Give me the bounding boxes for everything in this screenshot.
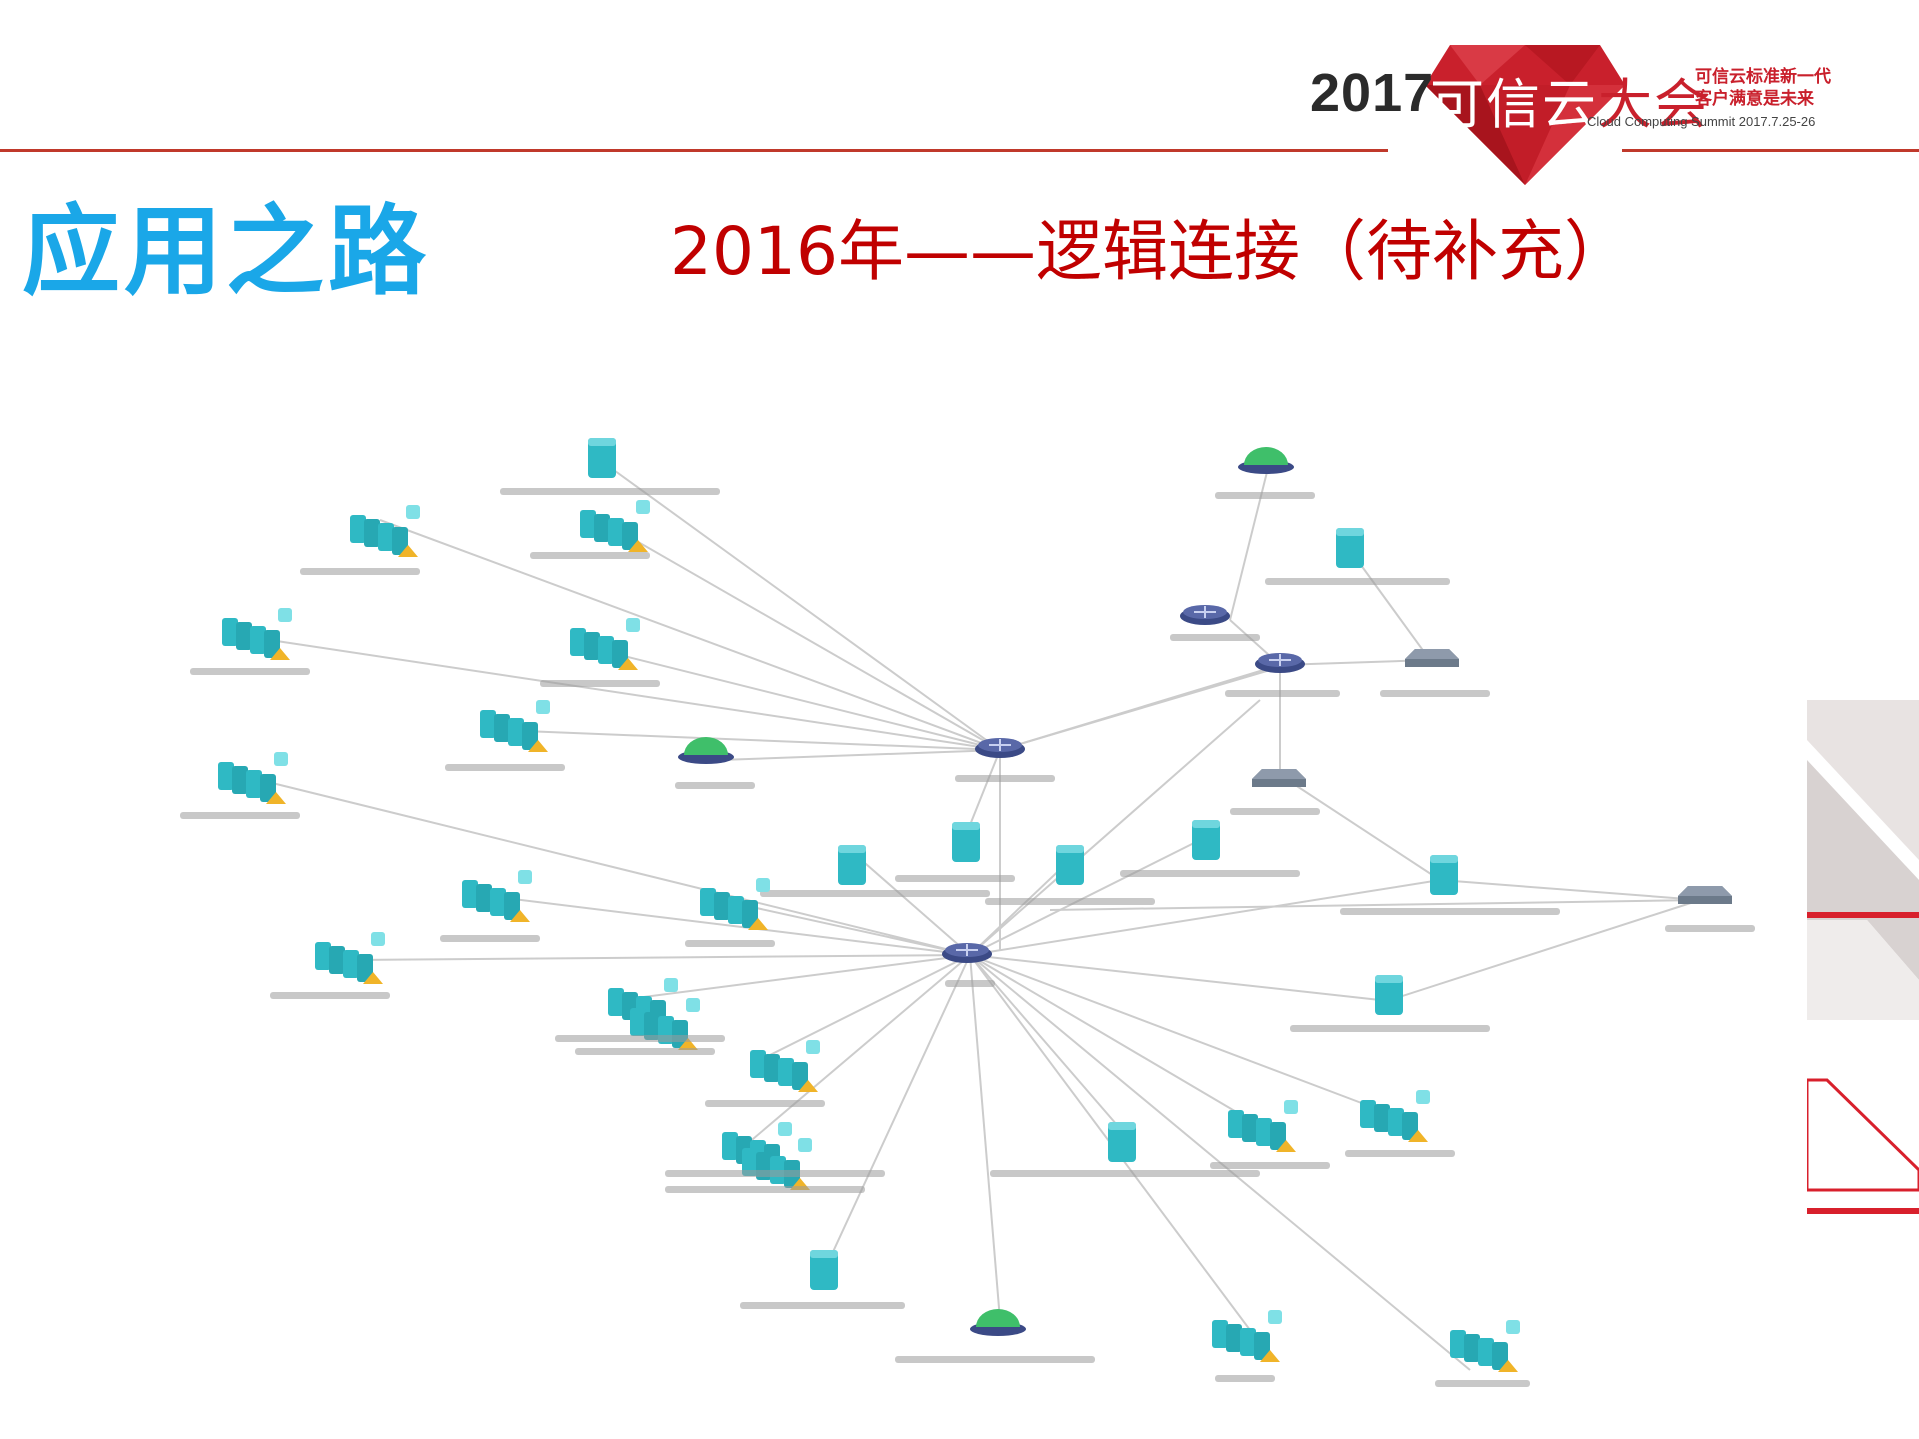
node-server <box>1056 845 1084 885</box>
switch-right <box>1405 649 1459 667</box>
node-label <box>575 1048 715 1055</box>
node-label <box>1380 690 1490 697</box>
header-divider-right <box>1622 149 1919 152</box>
switch-far-right <box>1678 886 1732 904</box>
logo-name: 可信云大会 <box>1430 60 1710 139</box>
node-label <box>675 782 755 789</box>
node-label <box>1435 1380 1530 1387</box>
node-server <box>1108 1122 1136 1162</box>
logo-name-part2: 大会 <box>1598 73 1710 136</box>
node-cloud-gateway <box>1238 447 1294 474</box>
node-cluster <box>570 618 640 670</box>
node-label <box>945 980 995 987</box>
logo-name-part1: 可信云 <box>1430 73 1598 136</box>
node-label <box>1265 578 1450 585</box>
node-cluster <box>1228 1100 1298 1152</box>
node-label <box>1215 1375 1275 1382</box>
edges-hub-b <box>259 699 1471 1371</box>
router-right-top <box>1179 604 1231 626</box>
node-label <box>445 764 565 771</box>
page-subtitle: 2016年——逻辑连接（待补充） <box>670 213 1630 290</box>
node-cluster <box>1212 1310 1282 1362</box>
page-title: 应用之路 <box>22 195 431 309</box>
node-label <box>1215 492 1315 499</box>
edges-hub-a <box>269 459 1271 950</box>
node-label <box>985 898 1155 905</box>
node-cloud-gateway <box>678 737 734 764</box>
node-server <box>588 438 616 478</box>
node-label <box>1210 1162 1330 1169</box>
logo-slogan-line1: 可信云标准新一代 <box>1695 67 1831 87</box>
switch-middle <box>1252 769 1306 787</box>
node-server <box>952 822 980 862</box>
logo-year: 2017 <box>1310 63 1435 123</box>
node-label <box>1230 808 1320 815</box>
node-label <box>500 488 720 495</box>
node-cluster <box>480 700 550 752</box>
header-divider-left <box>0 149 1388 152</box>
node-label <box>440 935 540 942</box>
node-label <box>1225 690 1340 697</box>
node-label <box>1170 634 1260 641</box>
node-label <box>895 1356 1095 1363</box>
node-server <box>1192 820 1220 860</box>
node-cluster <box>1450 1320 1520 1372</box>
cloud-router-right <box>1254 652 1306 674</box>
node-label <box>555 1035 725 1042</box>
node-label <box>180 812 300 819</box>
node-server <box>810 1250 838 1290</box>
node-server <box>1430 855 1458 895</box>
decorative-corner-shape <box>1807 700 1919 1214</box>
node-label <box>540 680 660 687</box>
node-label <box>270 992 390 999</box>
node-label <box>1665 925 1755 932</box>
node-label <box>300 568 420 575</box>
node-label <box>530 552 650 559</box>
logo-slogan-line2: 客户满意是未来 <box>1695 89 1814 109</box>
node-label <box>685 940 775 947</box>
ruby-gem-icon <box>1425 45 1625 185</box>
node-server <box>1336 528 1364 568</box>
node-label <box>705 1100 825 1107</box>
node-label <box>665 1186 865 1193</box>
node-cluster <box>315 932 385 984</box>
node-label <box>1345 1150 1455 1157</box>
node-cluster <box>462 870 532 922</box>
node-cluster <box>1360 1090 1430 1142</box>
node-label <box>190 668 310 675</box>
router-hub-a <box>974 737 1026 759</box>
node-cluster <box>218 752 288 804</box>
node-cluster <box>222 608 292 660</box>
conference-logo: 2017 可信云大会 可信云标准新一代 客户满意是未来 Cloud Comput… <box>1300 40 1919 190</box>
node-label <box>990 1170 1260 1177</box>
node-label <box>895 875 1015 882</box>
node-cloud-gateway <box>970 1309 1026 1336</box>
edges-right <box>999 459 1701 1001</box>
router-hub-b <box>941 942 993 964</box>
node-label <box>665 1170 885 1177</box>
node-label <box>760 890 990 897</box>
node-label <box>1120 870 1300 877</box>
node-label <box>1290 1025 1490 1032</box>
node-label <box>740 1302 905 1309</box>
node-server <box>1375 975 1403 1015</box>
node-label <box>955 775 1055 782</box>
node-server <box>838 845 866 885</box>
logo-english: Cloud Computing Summit 2017.7.25-26 <box>1587 114 1816 129</box>
node-cluster <box>580 500 650 552</box>
node-label <box>1340 908 1560 915</box>
